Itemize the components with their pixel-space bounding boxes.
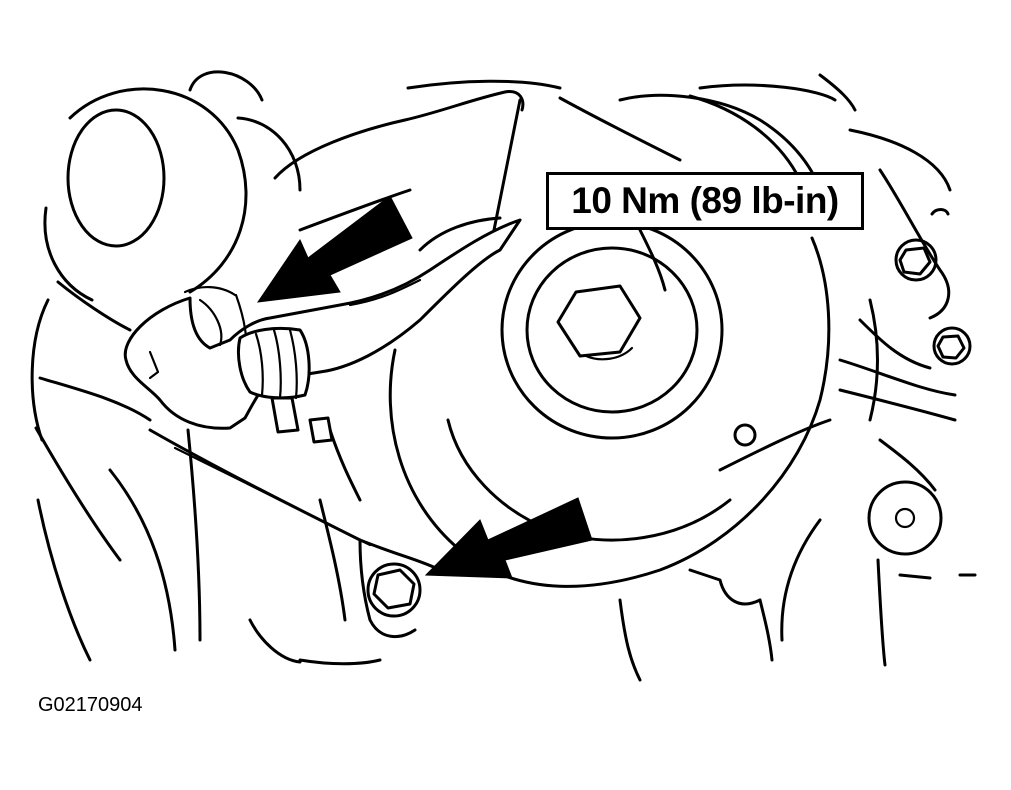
pulley-center-bolt [556, 284, 642, 361]
upper-left-pulley [43, 70, 302, 302]
right-bracket [838, 128, 972, 422]
lower-bolt [366, 562, 422, 618]
figure-id-label: G02170904 [38, 694, 143, 716]
lower-arrow-icon [424, 497, 593, 579]
hose-clamp [236, 326, 334, 444]
lower-bracket [148, 428, 442, 666]
torque-spec-label: 10 Nm (89 lb-in) [571, 180, 839, 221]
lower-right-boss [618, 418, 977, 682]
heater-hose [123, 218, 522, 430]
torque-callout-box: 10 Nm (89 lb-in) [546, 172, 864, 230]
upper-arrow-icon [256, 195, 413, 303]
